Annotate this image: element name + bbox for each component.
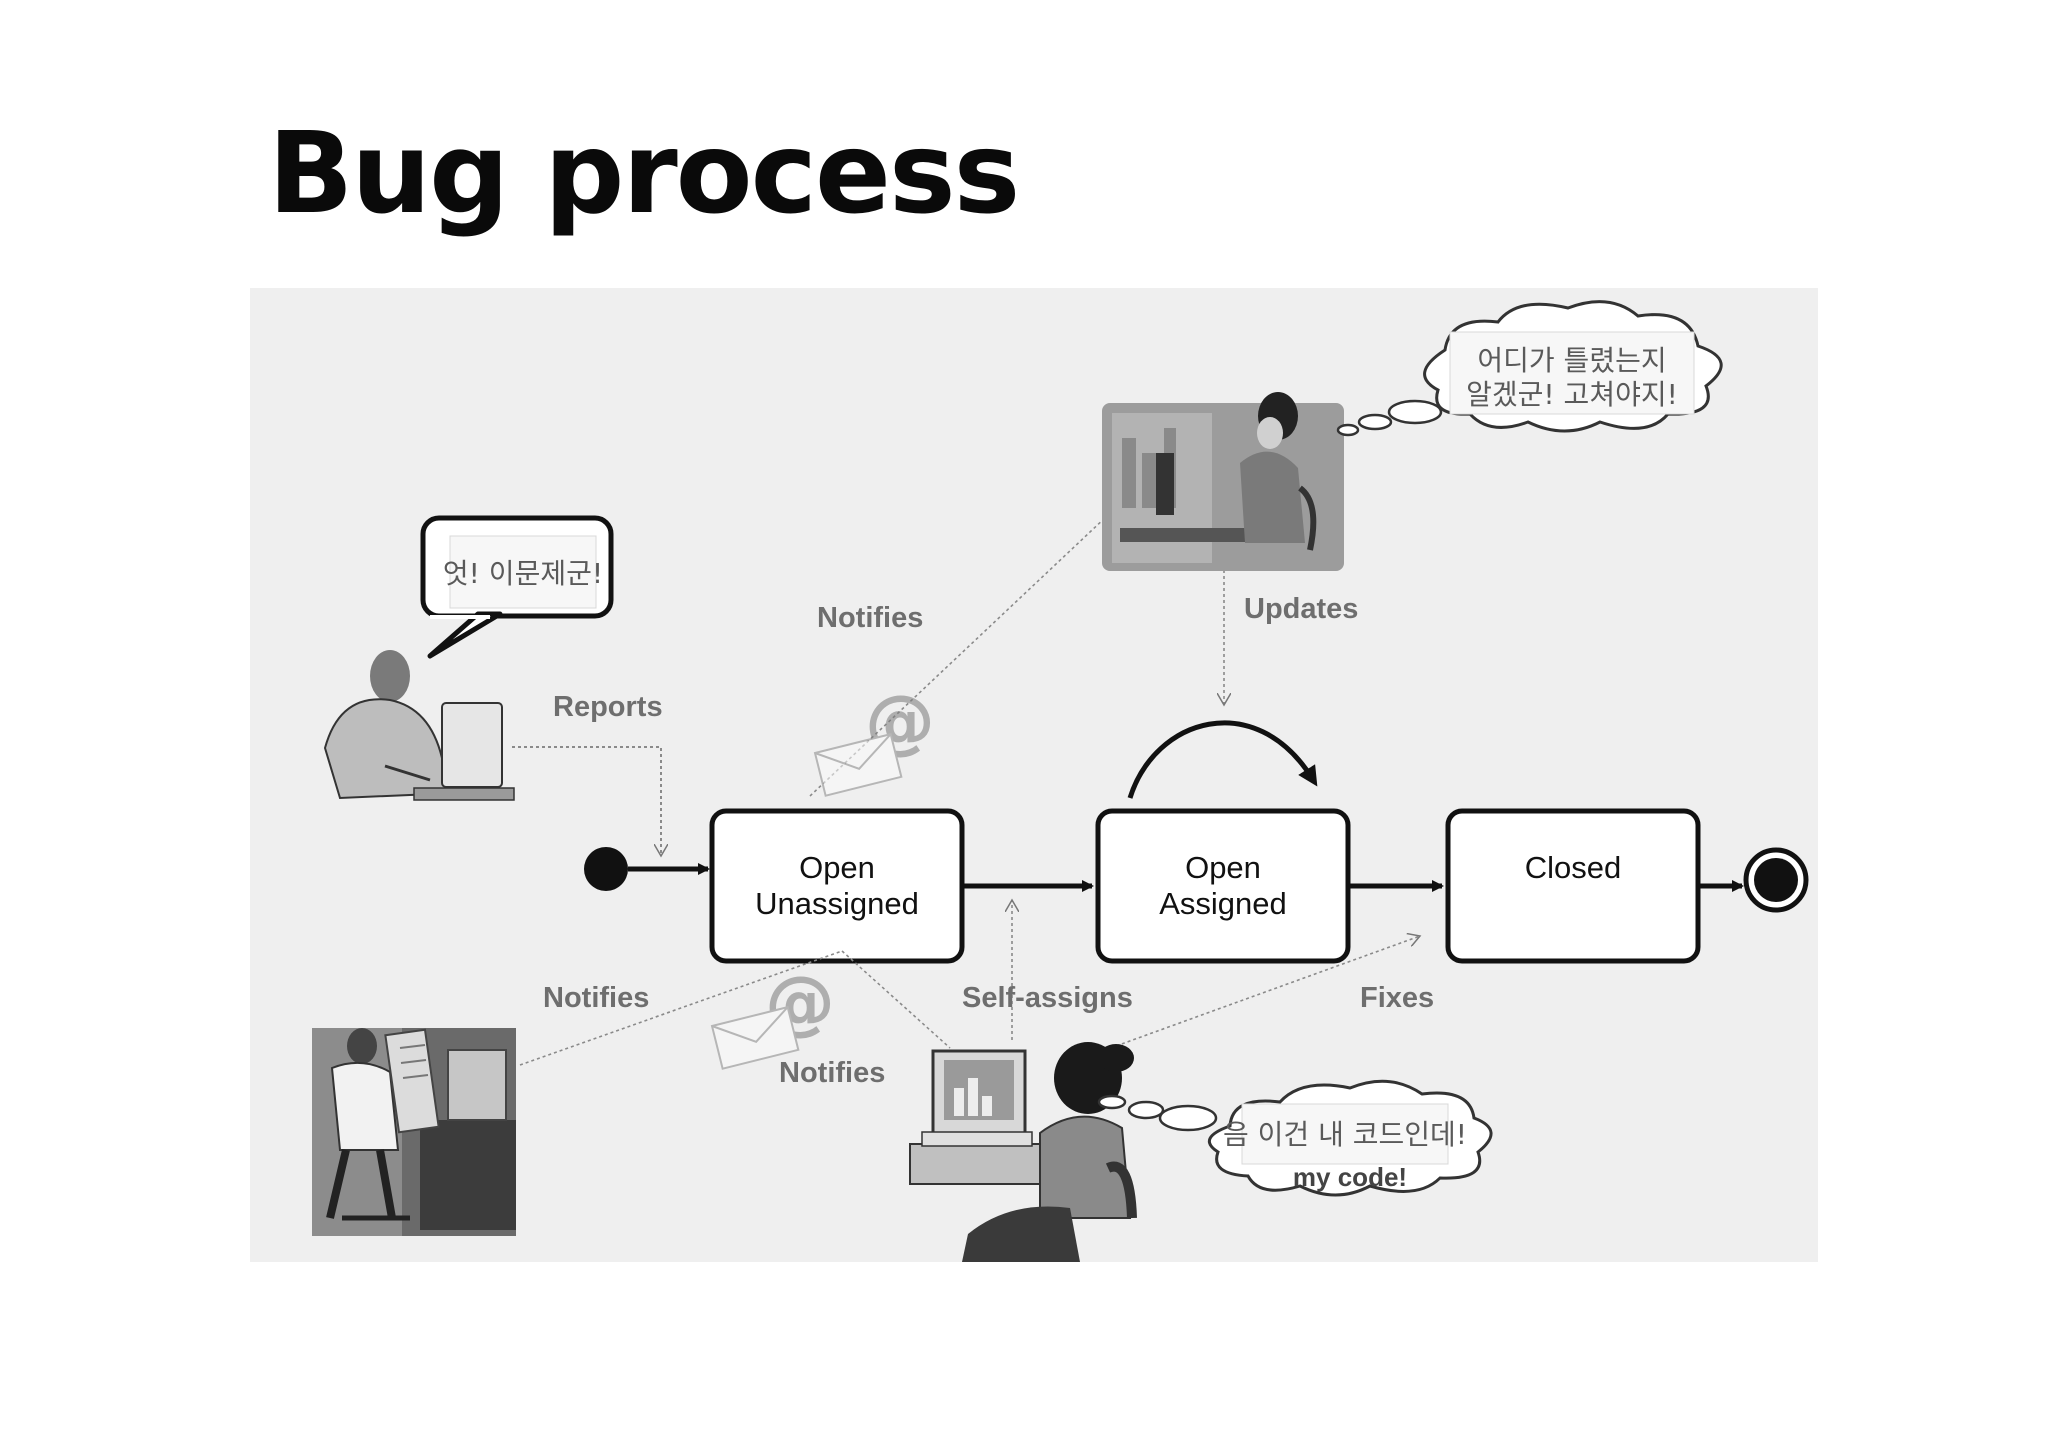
state-open-unassigned-line1: Open	[799, 850, 875, 885]
state-open-unassigned: Open Unassigned	[709, 808, 965, 964]
state-open-unassigned-line2: Unassigned	[755, 886, 919, 921]
reporter-speech-bubble: 엇! 이문제군!	[420, 515, 614, 659]
assignee-bubble-text-line1: 어디가 틀렸는지	[1477, 344, 1666, 377]
manager-person-icon	[312, 1028, 516, 1236]
email-at-icon-top: @	[813, 680, 935, 797]
assignee-bubble-text-line2: 알겠군! 고쳐야지!	[1466, 378, 1678, 411]
assignee-thought-bubble: 어디가 틀렸는지 알겠군! 고쳐야지!	[1336, 300, 1723, 437]
notifies-left-connector	[519, 950, 843, 1066]
label-notifies-top: Notifies	[817, 602, 923, 634]
notifies-bottom-connector	[841, 950, 951, 1049]
state-open-assigned: Open Assigned	[1095, 808, 1351, 964]
developer-thought-bubble: my code! 음 이건 내 코드인데!	[1097, 1079, 1493, 1197]
bug-process-diagram: Open Unassigned Open Assigned Closed Rep…	[250, 288, 1818, 1262]
label-reports: Reports	[553, 691, 663, 723]
email-at-icon-bottom: @	[710, 961, 835, 1070]
label-self-assigns: Self-assigns	[962, 982, 1133, 1014]
reporter-bubble-text: 엇! 이문제군!	[443, 557, 603, 590]
label-updates: Updates	[1244, 593, 1358, 625]
initial-node	[584, 847, 628, 891]
label-fixes: Fixes	[1360, 982, 1434, 1014]
label-notifies-left: Notifies	[543, 982, 649, 1014]
developer-bubble-hidden-text: my code!	[1293, 1162, 1407, 1192]
state-closed: Closed	[1445, 808, 1701, 964]
assignee-person-icon	[1102, 392, 1344, 571]
label-notifies-bottom: Notifies	[779, 1057, 885, 1089]
developer-bubble-text: 음 이건 내 코드인데!	[1223, 1118, 1467, 1151]
state-open-assigned-line2: Assigned	[1159, 886, 1287, 921]
reports-connector	[512, 746, 661, 856]
developer-person-icon	[909, 1042, 1137, 1262]
final-node	[1743, 847, 1809, 913]
self-loop-open-assigned	[1127, 720, 1318, 799]
slide-title: Bug process	[268, 109, 1020, 239]
state-closed-label: Closed	[1525, 850, 1622, 885]
reporter-person-icon	[323, 650, 515, 801]
state-open-assigned-line1: Open	[1185, 850, 1261, 885]
fixes-connector	[1104, 936, 1420, 1051]
